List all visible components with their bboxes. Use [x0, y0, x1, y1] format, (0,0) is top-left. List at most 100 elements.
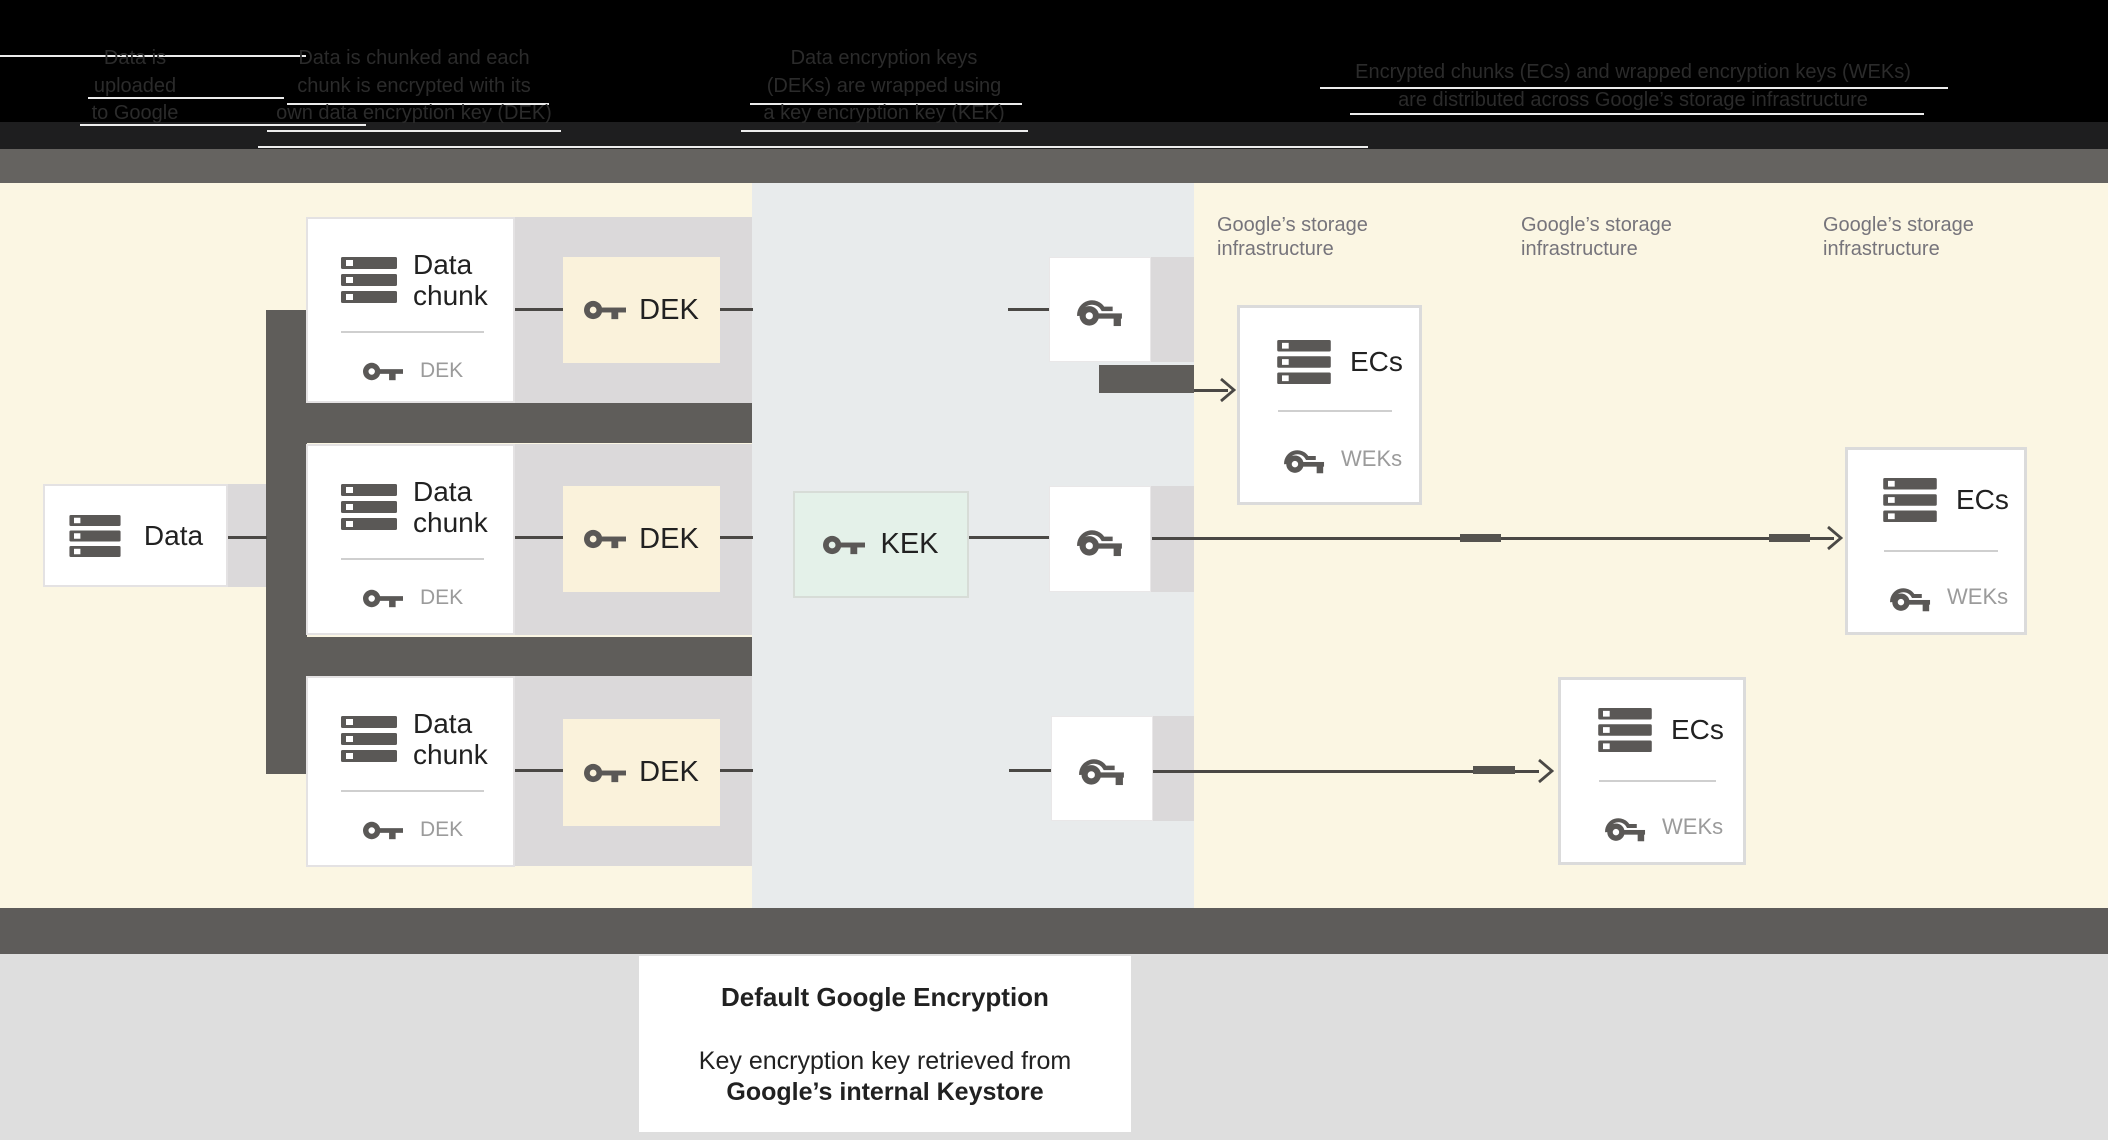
caption-body-line-bold: Google’s internal Keystore [726, 1078, 1044, 1106]
wrapped-key-icon [1079, 750, 1125, 787]
arrow-line-row1 [1194, 389, 1228, 392]
ec-title: ECs [1956, 484, 2009, 515]
chunk-key-row: DEK [363, 359, 463, 383]
connector-line [719, 769, 753, 772]
step-caption-line: Data is [103, 47, 167, 69]
server-icon [340, 484, 398, 530]
key-icon [584, 299, 626, 321]
step-caption-line: to Google [91, 102, 179, 124]
dek-label: DEK [639, 522, 699, 555]
storage-infrastructure-label: Google’s storage infrastructure [1521, 214, 1672, 261]
connector-line [1009, 769, 1052, 772]
dek-box: DEK [563, 719, 720, 826]
ec-title-row: ECs [1597, 708, 1724, 752]
header-background-lower [0, 122, 2108, 149]
server-icon [340, 257, 398, 303]
header-artifact-line [750, 103, 1022, 105]
chunk-title: Data chunk [413, 476, 488, 538]
step-caption-line: Encrypted chunks (ECs) and wrapped encry… [1355, 61, 1911, 83]
ec-key-row: WEKs [1890, 580, 2008, 613]
step-caption-3: Data encryption keys (DEKs) are wrapped … [734, 45, 1034, 128]
connector-line [515, 536, 564, 539]
data-chunk-box: Data chunk DEK [306, 444, 515, 635]
server-icon [1276, 340, 1332, 384]
chunk-title-row: Data chunk [340, 249, 499, 311]
wrapped-key-icon [1605, 810, 1646, 843]
key-icon [584, 528, 626, 550]
storage-label-line: infrastructure [1217, 237, 1334, 260]
splitter-pipe-horizontal [266, 637, 752, 676]
arrow-pipe-segment [1473, 766, 1515, 774]
chunk-key-label: DEK [420, 586, 464, 609]
arrow-head-icon [1826, 525, 1843, 551]
chunk-title: Data chunk [413, 249, 488, 311]
storage-label-line: infrastructure [1521, 237, 1638, 260]
splitter-pipe-horizontal [266, 403, 752, 443]
arrow-head-icon [1537, 758, 1554, 784]
step-caption-4: Encrypted chunks (ECs) and wrapped encry… [1311, 59, 1955, 114]
data-chunk-box: Data chunk DEK [306, 217, 515, 403]
header-artifact-line [287, 103, 549, 105]
ec-title-row: ECs [1882, 478, 2009, 522]
kek-box: KEK [793, 491, 969, 598]
wrapped-key-box [1049, 486, 1151, 592]
storage-infrastructure-label: Google’s storage infrastructure [1217, 214, 1368, 261]
header-artifact-line [1320, 87, 1948, 89]
server-icon [340, 716, 398, 762]
wrapped-key-icon [1077, 521, 1123, 558]
storage-label-line: infrastructure [1823, 237, 1940, 260]
connector-line [1008, 308, 1050, 311]
storage-infrastructure-label: Google’s storage infrastructure [1823, 214, 1974, 261]
wrapped-key-icon [1284, 442, 1325, 475]
ec-title: ECs [1671, 714, 1724, 745]
ec-key-row: WEKs [1284, 442, 1402, 475]
header-artifact-line [741, 130, 1028, 132]
top-divider-bar [0, 149, 2108, 183]
ec-divider [1278, 410, 1392, 412]
chunk-divider [341, 331, 484, 333]
wrapped-key-icon [1890, 580, 1931, 613]
step-caption-1: Data is uploaded to Google [37, 45, 233, 128]
kek-label: KEK [880, 528, 939, 560]
flow-pipe-row1 [1099, 365, 1194, 393]
wrapped-key-box [1051, 716, 1153, 821]
step-caption-line: uploaded [93, 74, 177, 97]
arrow-pipe-segment [1769, 534, 1810, 542]
header-artifact-line [0, 55, 306, 57]
chunk-key-label: DEK [420, 359, 464, 382]
wrap-stub-band [1153, 716, 1194, 821]
header-artifact-line [258, 146, 1368, 148]
chunk-title-row: Data chunk [340, 476, 499, 538]
key-icon [363, 588, 403, 609]
data-box: Data [43, 484, 228, 587]
caption-body-line: Key encryption key retrieved from [698, 1047, 1072, 1075]
key-icon [584, 762, 626, 784]
header-background [0, 0, 2108, 122]
ec-key-label: WEKs [1341, 445, 1403, 471]
chunk-divider [341, 790, 484, 792]
storage-label-line: Google’s storage [1217, 214, 1368, 236]
connector-line [968, 536, 1050, 539]
arrow-pipe-segment [1460, 534, 1501, 542]
step-caption-line: (DEKs) are wrapped using [766, 74, 1002, 97]
connector-line [515, 308, 564, 311]
header-artifact-line [1350, 113, 1924, 115]
step-caption-2: Data is chunked and each chunk is encryp… [264, 45, 564, 128]
caption-body: Key encryption key retrieved from Google… [639, 1046, 1131, 1108]
arrow-head-icon [1219, 377, 1236, 403]
chunk-key-row: DEK [363, 586, 463, 610]
connector-line [228, 536, 267, 539]
header-artifact-line [80, 124, 366, 126]
caption-title: Default Google Encryption [721, 982, 1049, 1012]
connector-line [719, 308, 753, 311]
splitter-pipe-vertical [266, 310, 307, 774]
key-icon [363, 361, 403, 382]
server-icon [1597, 708, 1653, 752]
dek-box: DEK [563, 486, 720, 592]
header-artifact-line [88, 97, 284, 99]
server-icon [68, 515, 122, 557]
step-caption-line: own data encryption key (DEK) [276, 102, 552, 124]
key-icon [823, 534, 865, 556]
dek-box: DEK [563, 257, 720, 363]
